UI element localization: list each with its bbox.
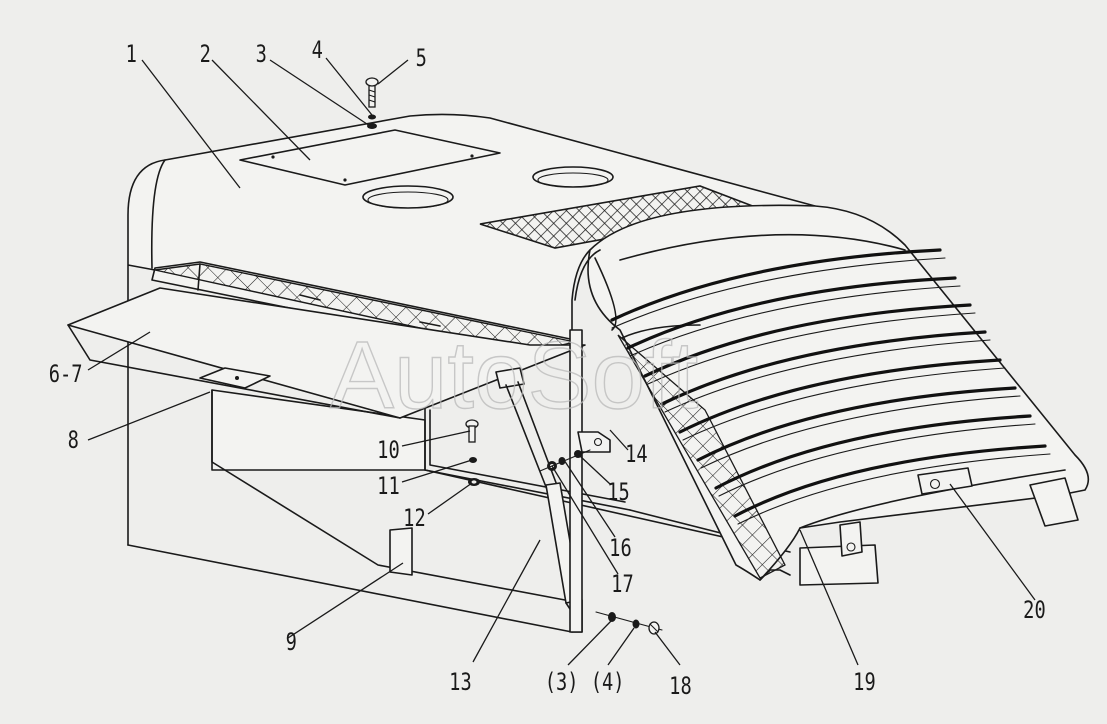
leader-lines	[87, 57, 1036, 666]
callout-18: 18	[669, 673, 692, 701]
mid-fasteners	[465, 419, 480, 486]
watermark-text: AutoSoft	[330, 322, 698, 429]
callout-9: 9	[286, 629, 297, 657]
callout-12: 12	[403, 505, 426, 533]
grille-slats	[610, 248, 1051, 525]
side-flap-panel	[67, 261, 586, 419]
callout-16: 16	[609, 535, 632, 563]
callout-20: 20	[1023, 597, 1046, 625]
callout-15: 15	[607, 479, 630, 507]
callout-1: 1	[126, 41, 137, 69]
callout-labels: 1 2 3 4 5 6-7 8 9 10 11 12 13 14 15 16 1…	[49, 37, 1046, 701]
callout-13: 13	[449, 669, 472, 697]
support-post	[569, 329, 611, 633]
round-openings	[362, 166, 614, 209]
callout-5: 5	[416, 45, 427, 73]
callout-8: 8	[68, 427, 79, 455]
callout-4: 4	[312, 37, 323, 65]
bottom-fasteners	[595, 611, 663, 635]
top-cover-plate	[239, 129, 501, 186]
front-nose-cone	[574, 204, 1090, 586]
top-fasteners	[365, 77, 379, 129]
callout-11: 11	[377, 473, 400, 501]
callout-17: 17	[611, 571, 634, 599]
callout-4-ref: (4)	[591, 669, 625, 697]
callout-19: 19	[853, 669, 876, 697]
callout-14: 14	[625, 441, 648, 469]
callout-3: 3	[256, 41, 267, 69]
callout-3-ref: (3)	[545, 669, 579, 697]
callout-2: 2	[200, 41, 211, 69]
callout-10: 10	[377, 437, 400, 465]
callout-6-7: 6-7	[49, 361, 83, 389]
